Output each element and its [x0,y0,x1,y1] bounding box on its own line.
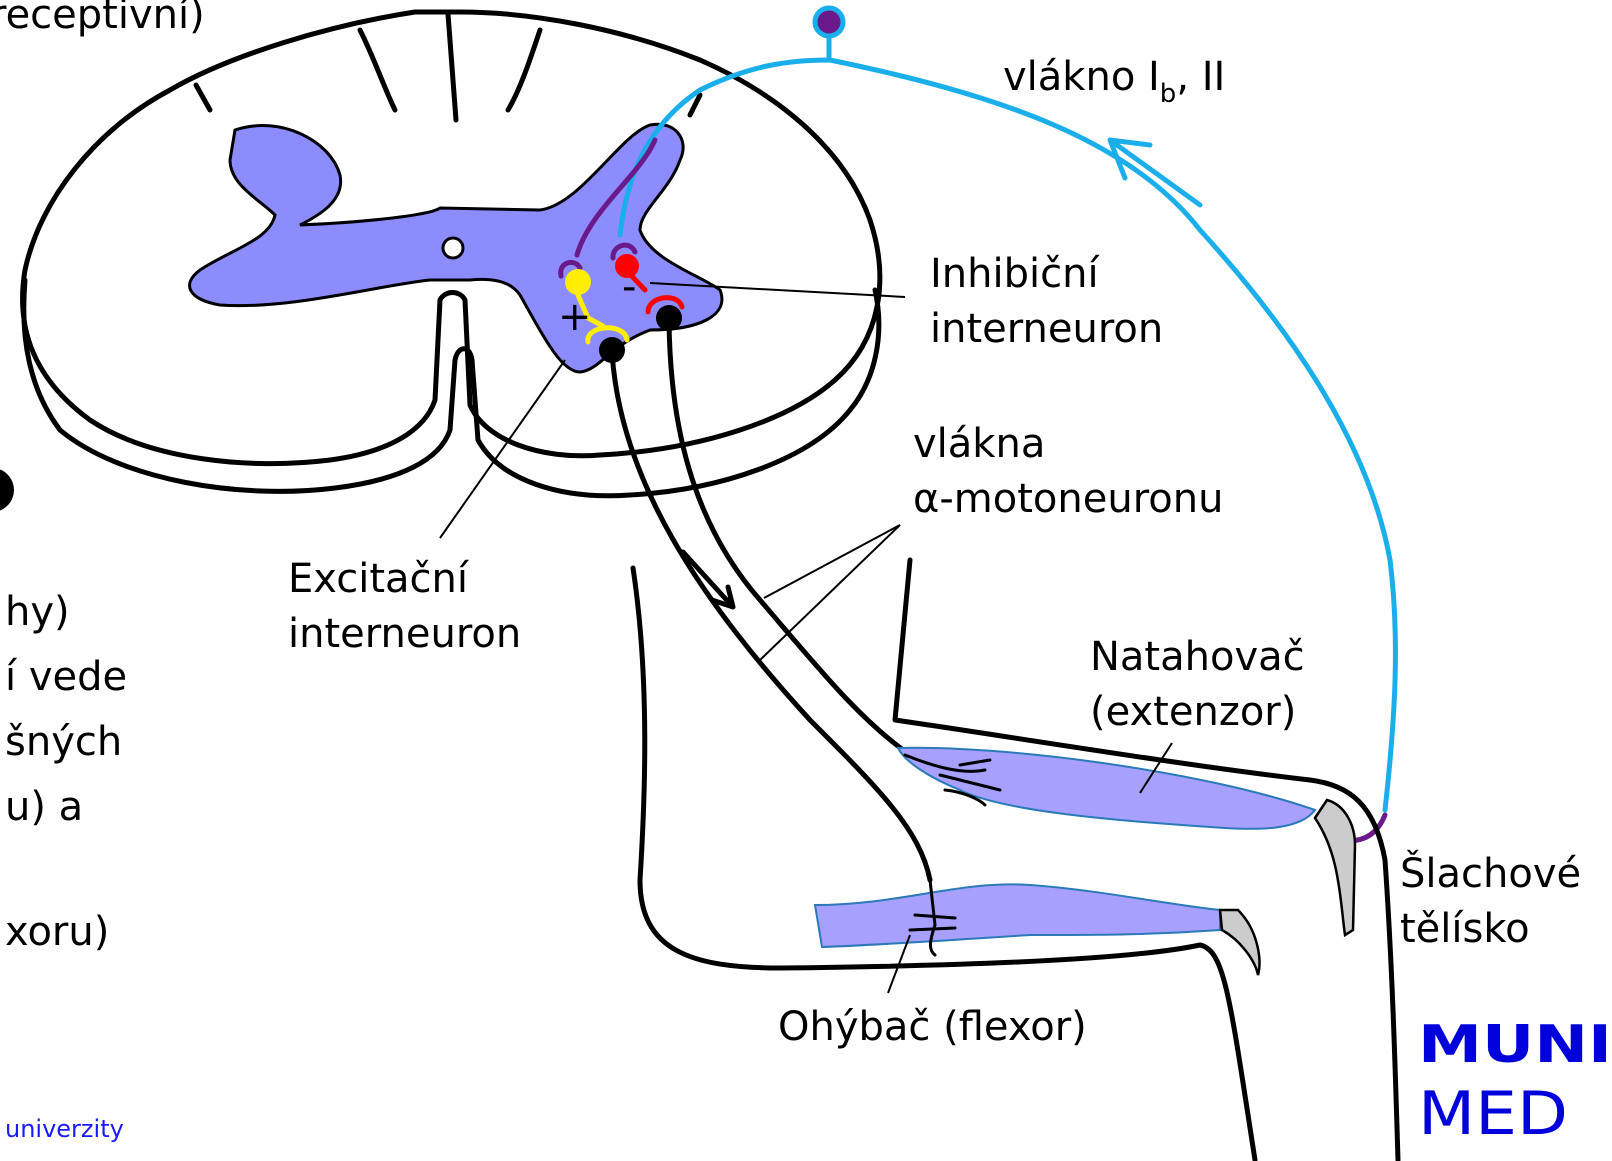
leader-motoneuron-2 [760,525,900,660]
tendon-label-line2: tělísko [1400,906,1530,952]
inhibitory-label-line1: Inhibiční [930,251,1100,297]
flexor-muscle [815,884,1220,947]
left-text-line-2: í vede [5,654,127,700]
left-text-line-1: hy) [5,589,70,635]
left-text-top: receptivní) [0,0,205,38]
logo-med: MED [1418,1079,1568,1149]
motoneuron-label-line2: α-motoneuronu [913,476,1223,522]
left-ridge [196,85,210,110]
left-groove [360,30,395,110]
flexor-tendon [1220,910,1259,975]
afferent-fiber-label-prefix: vlákno I [1003,54,1160,100]
leader-lines [440,283,1172,993]
afferent-arrow [1110,140,1200,205]
extensor-label-line1: Natahovač [1090,634,1305,680]
excitatory-sign: + [558,294,592,340]
motoneuron-label-line1: vlákna [913,421,1045,467]
flexor-label: Ohýbač (flexor) [778,1004,1087,1050]
excitatory-label-line2: interneuron [288,611,521,657]
logo-muni: MUNI [1418,1015,1612,1075]
extensor-muscle [898,748,1315,829]
afferent-fiber-label: vlákno Ib, II [1003,54,1225,109]
inhibitory-sign: - [622,264,636,310]
extensor-motor-fiber [669,320,910,755]
left-text-line-3: šných [5,719,122,765]
posterior-sulcus [448,14,456,120]
afferent-fiber-label-sub: b [1160,79,1177,109]
afferent-fiber-label-suffix: , II [1176,54,1225,100]
left-bullet [0,468,14,512]
motor-nerve-bundle [612,320,930,880]
central-canal [443,238,463,258]
extensor-tendon [1315,800,1355,935]
spinal-cord-depth [24,280,879,496]
excitatory-label-line1: Excitační [288,556,470,602]
leader-motoneuron-1 [764,525,900,598]
leader-excitatory [440,360,565,538]
left-text-line-4: u) a [5,784,83,830]
excitatory-soma [565,269,591,295]
inhibitory-label-line2: interneuron [930,306,1163,352]
right-groove [508,30,540,110]
afferent-cell-body [815,8,843,36]
extensor-label-line2: (extenzor) [1090,689,1296,735]
tendon-label-line1: Šlachové [1400,849,1581,897]
footer-text: univerzity [5,1115,124,1143]
left-text-line-5: xoru) [5,909,109,955]
